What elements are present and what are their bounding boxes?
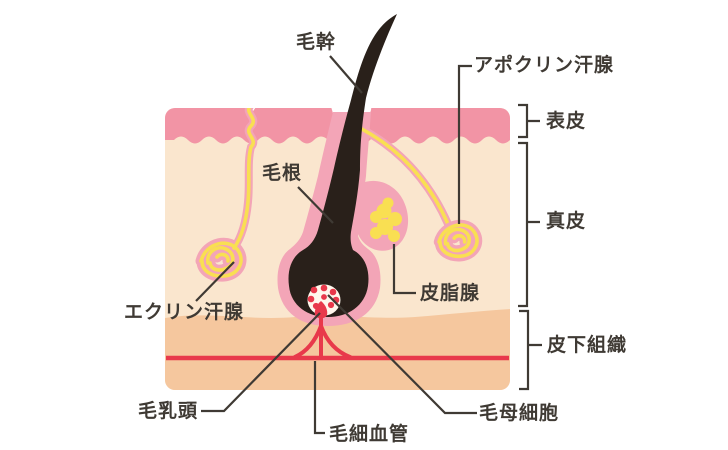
matrix-cell-dots [307,284,340,310]
capillary-pointer [313,361,325,435]
blood-vessel [166,316,509,361]
pointer-lines [195,55,477,435]
label-hair-matrix-cells: 毛母細胞 [479,403,560,424]
eccrine-duct [232,108,256,250]
eccrine-gland-shape [201,108,258,276]
eccrine-pointer [195,261,235,302]
label-hair-papilla: 毛乳頭 [138,401,199,422]
matrix-pointer [327,294,477,415]
label-dermis: 真皮 [546,211,587,232]
apocrine-duct [354,124,450,226]
sebaceous-lobes [370,197,402,242]
sebaceous-gland-shape [354,180,409,251]
subcutaneous-bracket [519,309,542,391]
label-subcutaneous-tissue: 皮下組織 [547,335,628,356]
vessel-branches [293,316,352,359]
label-epidermis: 表皮 [546,111,587,132]
hair-shaft-pointer [329,55,363,94]
epidermis-bracket [518,103,540,139]
label-capillary: 毛細血管 [329,424,410,445]
apocrine-gland-shape [352,122,477,256]
label-hair-shaft: 毛幹 [296,32,337,53]
label-sebaceous-gland: 皮脂腺 [420,283,481,304]
papilla-pointer [201,312,321,413]
sebaceous-pointer [392,244,416,295]
apocrine-pointer [457,64,472,224]
label-apocrine-sweat-gland: アポクリン汗腺 [474,55,615,76]
dermis-bracket [518,141,540,308]
label-eccrine-sweat-gland: エクリン汗腺 [124,302,245,323]
hair-root-pointer [297,186,334,224]
layer-brackets [518,103,542,391]
hair-shaft-shape [288,14,397,317]
label-hair-root: 毛根 [262,163,303,184]
